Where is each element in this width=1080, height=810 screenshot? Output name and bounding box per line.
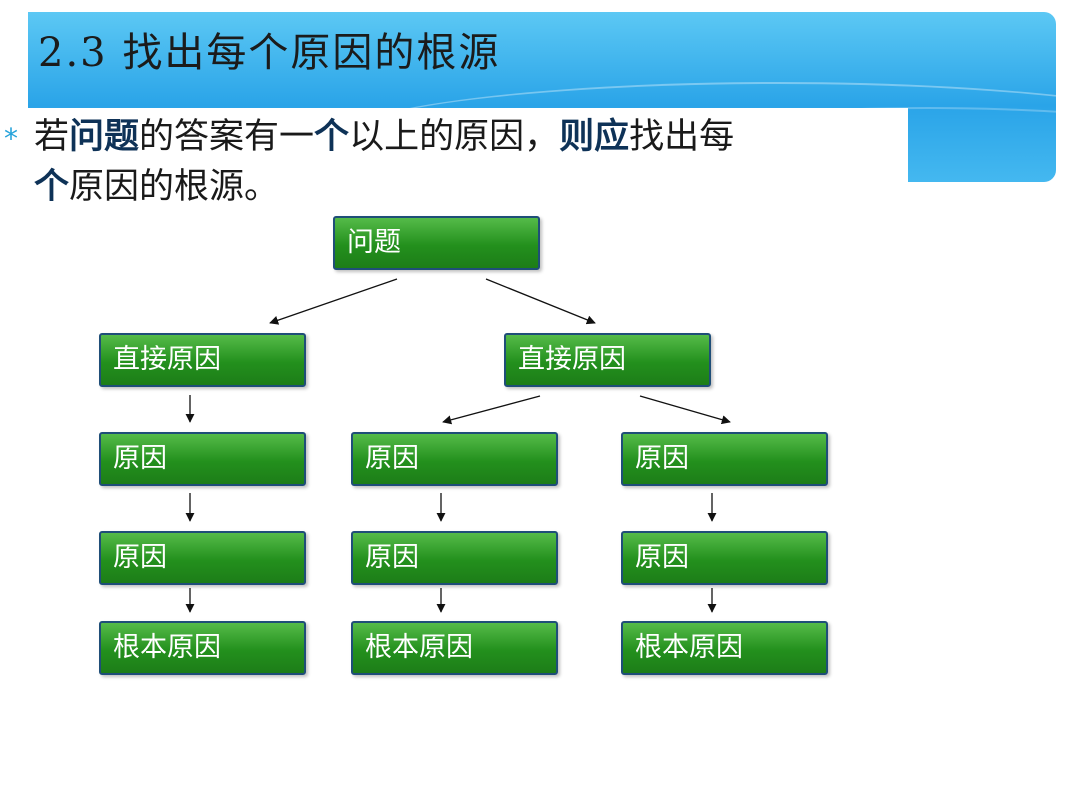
node-direct-cause-left: 直接原因 [99, 333, 306, 387]
slide-title: 2.3 找出每个原因的根源 [38, 30, 501, 76]
node-cause: 原因 [351, 531, 558, 585]
bullet-segment-emphasis: 则应 [559, 117, 630, 157]
node-cause: 原因 [621, 432, 828, 486]
node-cause: 原因 [351, 432, 558, 486]
arrow-root-to-right [485, 278, 596, 325]
node-root-cause: 根本原因 [351, 621, 558, 675]
content-panel [28, 108, 908, 218]
bullet-segment: 若 [34, 117, 70, 157]
node-root-cause: 根本原因 [99, 621, 306, 675]
arrow-root-to-left [269, 278, 398, 325]
bullet-segment: 找出每 [629, 117, 735, 157]
banner-wave-decoration [328, 82, 1056, 182]
bullet-star-icon: * [4, 122, 18, 155]
bullet-segment-emphasis: 个 [314, 117, 350, 157]
bullet-segment-emphasis: 问题 [69, 117, 140, 157]
node-cause: 原因 [621, 531, 828, 585]
bullet-segment-emphasis: 个 [34, 167, 70, 207]
bullet-text: 若问题的答案有一个以上的原因，则应找出每个原因的根源。 [34, 112, 894, 212]
node-cause: 原因 [99, 531, 306, 585]
node-problem: 问题 [333, 216, 540, 270]
node-root-cause: 根本原因 [621, 621, 828, 675]
bullet-segment: 以上的原因， [349, 117, 560, 157]
arrow-right-to-mid [442, 395, 541, 425]
node-cause: 原因 [99, 432, 306, 486]
node-direct-cause-right: 直接原因 [504, 333, 711, 387]
bullet-segment: 的答案有一 [139, 117, 315, 157]
arrow-right-to-far [639, 395, 731, 425]
bullet-segment: 原因的根源。 [69, 167, 280, 207]
